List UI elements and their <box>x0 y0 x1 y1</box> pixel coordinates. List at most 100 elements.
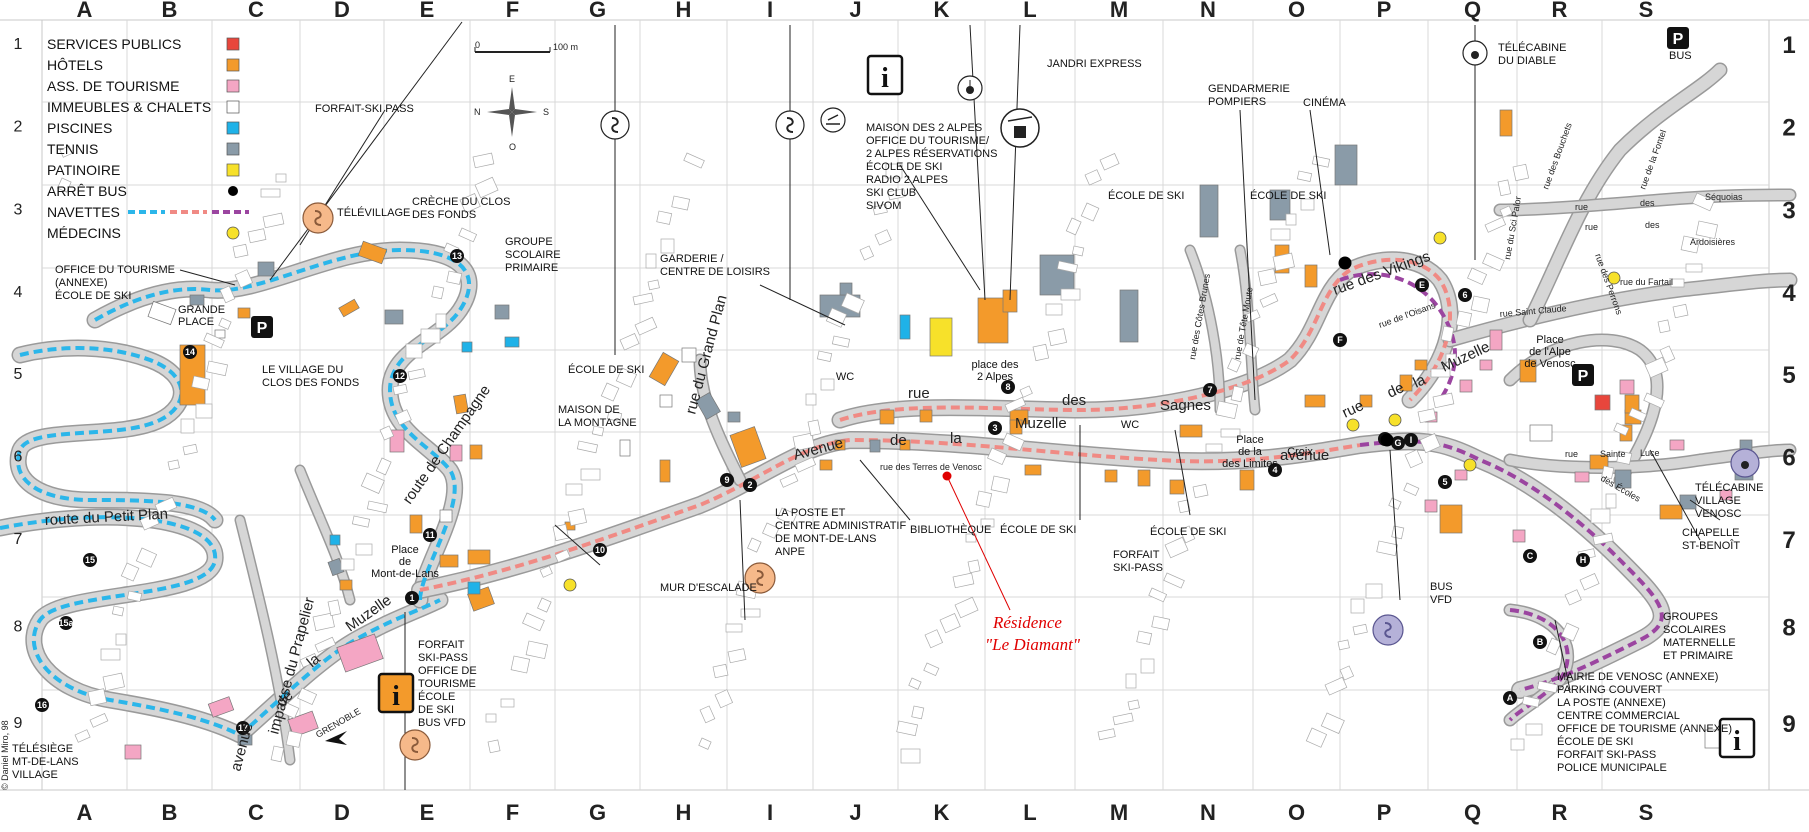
grid-column-bottom-H: H <box>676 800 692 825</box>
building-chalet <box>275 173 287 183</box>
building-chalet <box>1470 295 1491 314</box>
grid-row-right-7: 7 <box>1782 527 1795 554</box>
building-chalet <box>792 432 815 452</box>
bus-stop-blue-1 <box>405 591 419 605</box>
label-groupes-scolaires: GROUPES <box>1663 611 1718 623</box>
building-chalet <box>1296 170 1313 182</box>
grid-column-bottom-L: L <box>1023 800 1036 825</box>
bus-stop-label: 14 <box>185 347 195 357</box>
building-chalet <box>699 705 716 724</box>
building-chalet <box>740 608 761 618</box>
street-sequoias: Séquoias <box>1705 192 1743 202</box>
building-chalet <box>1440 325 1455 343</box>
building-chalet <box>89 713 109 728</box>
street-ardoisieres: Ardoisières <box>1690 237 1736 247</box>
building-ten <box>1679 494 1697 510</box>
building-chalet <box>975 490 993 508</box>
building-chalet <box>126 590 143 602</box>
label-groupes-scolaires: MATERNELLE <box>1663 637 1736 649</box>
building-tour <box>1719 489 1733 501</box>
building-chalet <box>762 522 780 539</box>
building-hotel <box>648 351 680 387</box>
building-tour <box>1424 499 1438 513</box>
building-ten <box>727 411 741 423</box>
bus-stop-label: 13 <box>452 251 462 261</box>
building-hotel <box>1519 359 1537 383</box>
grid-row-left-6: 6 <box>14 449 23 466</box>
bus-stop <box>1338 256 1352 270</box>
building-pool <box>461 341 473 353</box>
label-groupe-scolaire: PRIMAIRE <box>505 262 558 274</box>
building-chalet <box>1270 228 1291 241</box>
building-chalet <box>779 473 799 488</box>
legend-swatch <box>228 186 238 196</box>
building-chalet <box>1417 408 1437 424</box>
label-mairie: OFFICE DE TOURISME (ANNEXE) <box>1557 723 1732 735</box>
building-chalet <box>1388 497 1402 510</box>
building-chalet <box>1320 712 1345 734</box>
building-chalet <box>683 152 705 169</box>
building-chalet <box>1391 525 1405 540</box>
building-hotel <box>338 298 360 318</box>
bus-stop-label: 7 <box>1207 385 1212 395</box>
building-chalet <box>1564 589 1582 606</box>
building-chalet <box>874 229 892 246</box>
building-ten <box>695 391 721 421</box>
building-chalet <box>154 496 178 516</box>
grid-column-bottom-M: M <box>1110 800 1128 825</box>
building-tour <box>1619 379 1635 395</box>
residence-name: Résidence <box>992 613 1062 632</box>
building-chalet <box>1339 665 1355 681</box>
building-chalet <box>1685 263 1703 273</box>
grid-row-right-4: 4 <box>1782 280 1796 307</box>
info-icon: i <box>377 672 415 714</box>
bus-stop-blue-11 <box>423 528 437 542</box>
building-ten <box>189 294 205 306</box>
building-chalet <box>660 238 675 254</box>
street-terres-venosc: rue des Terres de Venosc <box>880 462 982 472</box>
building-chalet <box>282 702 300 719</box>
label-ecole-ski-k6: ÉCOLE DE SKI <box>1000 523 1076 536</box>
legend-swatch <box>226 142 240 156</box>
street-ardoisieres: rue <box>1585 222 1598 232</box>
building-chalet <box>1521 695 1541 708</box>
surface-lift-icon <box>600 110 630 140</box>
building-chalet <box>206 360 228 377</box>
building-chalet <box>1272 252 1295 272</box>
building-chalet <box>115 633 127 646</box>
building-chalet <box>458 227 478 243</box>
doctor-marker <box>1433 231 1447 245</box>
building-chalet <box>234 269 254 289</box>
building-chalet <box>180 418 195 434</box>
building-chalet <box>1670 278 1685 288</box>
building-chalet <box>195 403 213 419</box>
ski-lift-icon-mur <box>744 562 776 594</box>
label-mairie: POLICE MUNICIPALE <box>1557 762 1667 774</box>
building-ten <box>384 309 404 325</box>
label-jandri-express: JANDRI EXPRESS <box>1047 58 1142 70</box>
grid-column-bottom-R: R <box>1552 800 1568 825</box>
grid-column-top-I: I <box>767 0 773 22</box>
building-hotel <box>1304 394 1326 408</box>
grid-column-top-R: R <box>1552 0 1568 22</box>
label-televillage: TÉLÉVILLAGE <box>337 206 410 219</box>
building-tour <box>287 710 319 738</box>
legend-label: SERVICES PUBLICS <box>47 36 181 52</box>
grid-row-left-5: 5 <box>14 366 23 383</box>
building-tour <box>124 744 142 760</box>
label-maison-2alpes: MAISON DES 2 ALPES <box>866 122 982 134</box>
place-venosc: de Venosc <box>1524 358 1576 370</box>
shuttle-routes <box>0 247 1664 738</box>
building-chalet <box>1148 587 1168 603</box>
legend-label: MÉDECINS <box>47 225 121 241</box>
label-mairie: ÉCOLE DE SKI <box>1557 735 1633 748</box>
building-chalet <box>500 698 515 708</box>
grid-column-bottom-K: K <box>934 800 950 825</box>
building-chalet <box>203 332 225 349</box>
building-chalet <box>565 483 583 496</box>
building-hotel <box>659 459 671 483</box>
building-chalet <box>656 210 673 225</box>
grid-row-left-7: 7 <box>14 531 23 548</box>
